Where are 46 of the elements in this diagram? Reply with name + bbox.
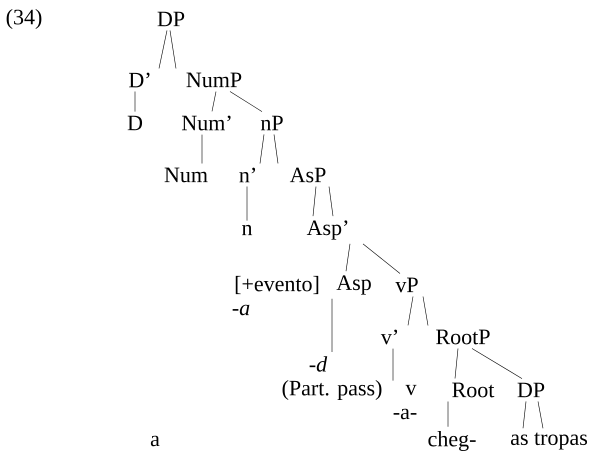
branch-line bbox=[408, 296, 414, 326]
tree-node-label: as tropas bbox=[510, 432, 587, 450]
morpheme-label: -a- bbox=[394, 408, 416, 420]
branch-line bbox=[522, 401, 526, 429]
tree-node-label: cheg- bbox=[428, 431, 476, 451]
tree-node-label: DP bbox=[158, 12, 184, 26]
example-number: (34) bbox=[6, 9, 42, 29]
branch-line bbox=[274, 134, 278, 164]
tree-node-label: v bbox=[406, 384, 417, 396]
branch-line bbox=[158, 30, 168, 69]
tree-node-label: Asp bbox=[336, 275, 371, 295]
branch-line bbox=[212, 91, 216, 112]
branch-line bbox=[312, 186, 316, 216]
tree-node-label: Root bbox=[452, 382, 494, 398]
tree-node-label: v’ bbox=[380, 330, 398, 344]
branch-line bbox=[346, 244, 350, 272]
branch-line bbox=[260, 134, 264, 164]
tree-node-label: -d bbox=[310, 356, 328, 372]
branch-line bbox=[392, 348, 394, 381]
branch-line bbox=[230, 91, 262, 112]
tree-node-label: RootP bbox=[436, 330, 490, 344]
tree-node-label: AsP bbox=[290, 168, 326, 182]
gloss-label: (Part. pass) bbox=[282, 380, 382, 400]
tree-node-label: NumP bbox=[186, 72, 242, 88]
tree-node-label: n’ bbox=[239, 168, 256, 182]
feature-label: [+evento] bbox=[236, 276, 318, 294]
branch-line bbox=[454, 348, 458, 379]
branch-line bbox=[538, 401, 544, 429]
morpheme-label: -a bbox=[232, 304, 250, 316]
branch-line bbox=[422, 296, 428, 326]
tree-node-label: n bbox=[242, 224, 252, 236]
tree-node-label: D bbox=[128, 116, 142, 130]
branch-line bbox=[472, 348, 522, 379]
branch-line bbox=[246, 186, 248, 221]
word-label: a bbox=[150, 436, 160, 446]
branch-line bbox=[134, 91, 136, 112]
branch-line bbox=[170, 30, 176, 69]
branch-line bbox=[362, 244, 400, 274]
tree-node-label: nP bbox=[260, 116, 283, 130]
tree-node-label: Asp’ bbox=[306, 220, 348, 240]
tree-node-label: Num’ bbox=[182, 116, 231, 130]
tree-node-label: vP bbox=[395, 278, 418, 292]
branch-line bbox=[328, 186, 334, 216]
tree-node-label: Num bbox=[164, 168, 208, 182]
tree-node-label: DP bbox=[518, 382, 544, 398]
tree-node-label: D’ bbox=[129, 72, 150, 88]
